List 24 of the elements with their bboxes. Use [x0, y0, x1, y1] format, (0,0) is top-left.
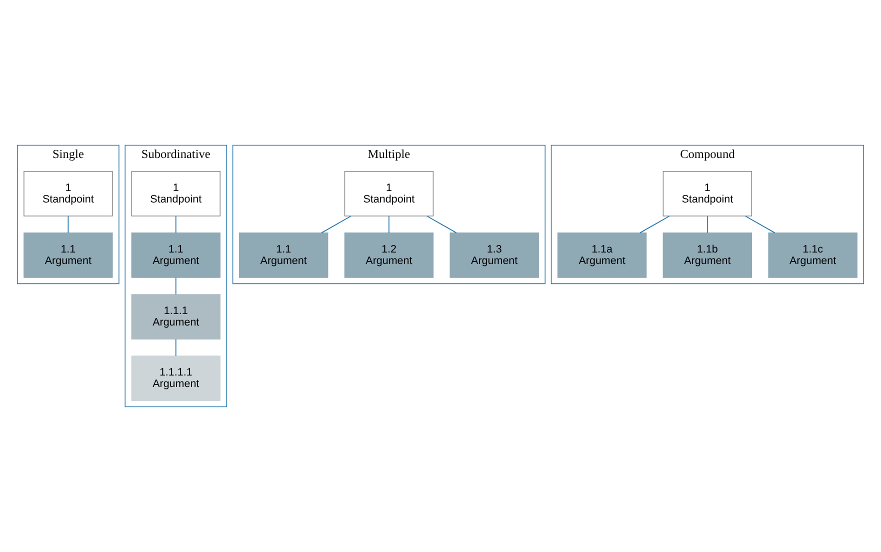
node-box: 1.1c Argument [768, 232, 858, 278]
connector [426, 216, 457, 234]
connector [175, 338, 176, 356]
node-box: 1.1.1 Argument [131, 294, 220, 340]
node-box: 1.1a Argument [557, 232, 647, 278]
node-box: 1.3 Argument [450, 232, 539, 278]
node-box: 1 Standpoint [662, 171, 752, 216]
node-box: 1.1 Argument [238, 232, 328, 278]
node-box: 1.1 Argument [131, 232, 220, 278]
node-box: 1.1 Argument [24, 232, 113, 278]
connector [640, 216, 670, 234]
node-box: 1.1b Argument [662, 232, 752, 278]
connector [175, 277, 176, 295]
node-box: 1 Standpoint [344, 171, 434, 216]
connector [706, 216, 708, 234]
connector [388, 216, 390, 234]
connector [68, 216, 69, 234]
node-box: 1.1.1.1 Argument [131, 356, 220, 401]
connector [175, 216, 176, 234]
connector [321, 216, 352, 234]
node-box: 1 Standpoint [24, 171, 113, 216]
node-box: 1.2 Argument [344, 232, 434, 278]
node-box: 1 Standpoint [131, 171, 220, 216]
connector [745, 216, 776, 234]
